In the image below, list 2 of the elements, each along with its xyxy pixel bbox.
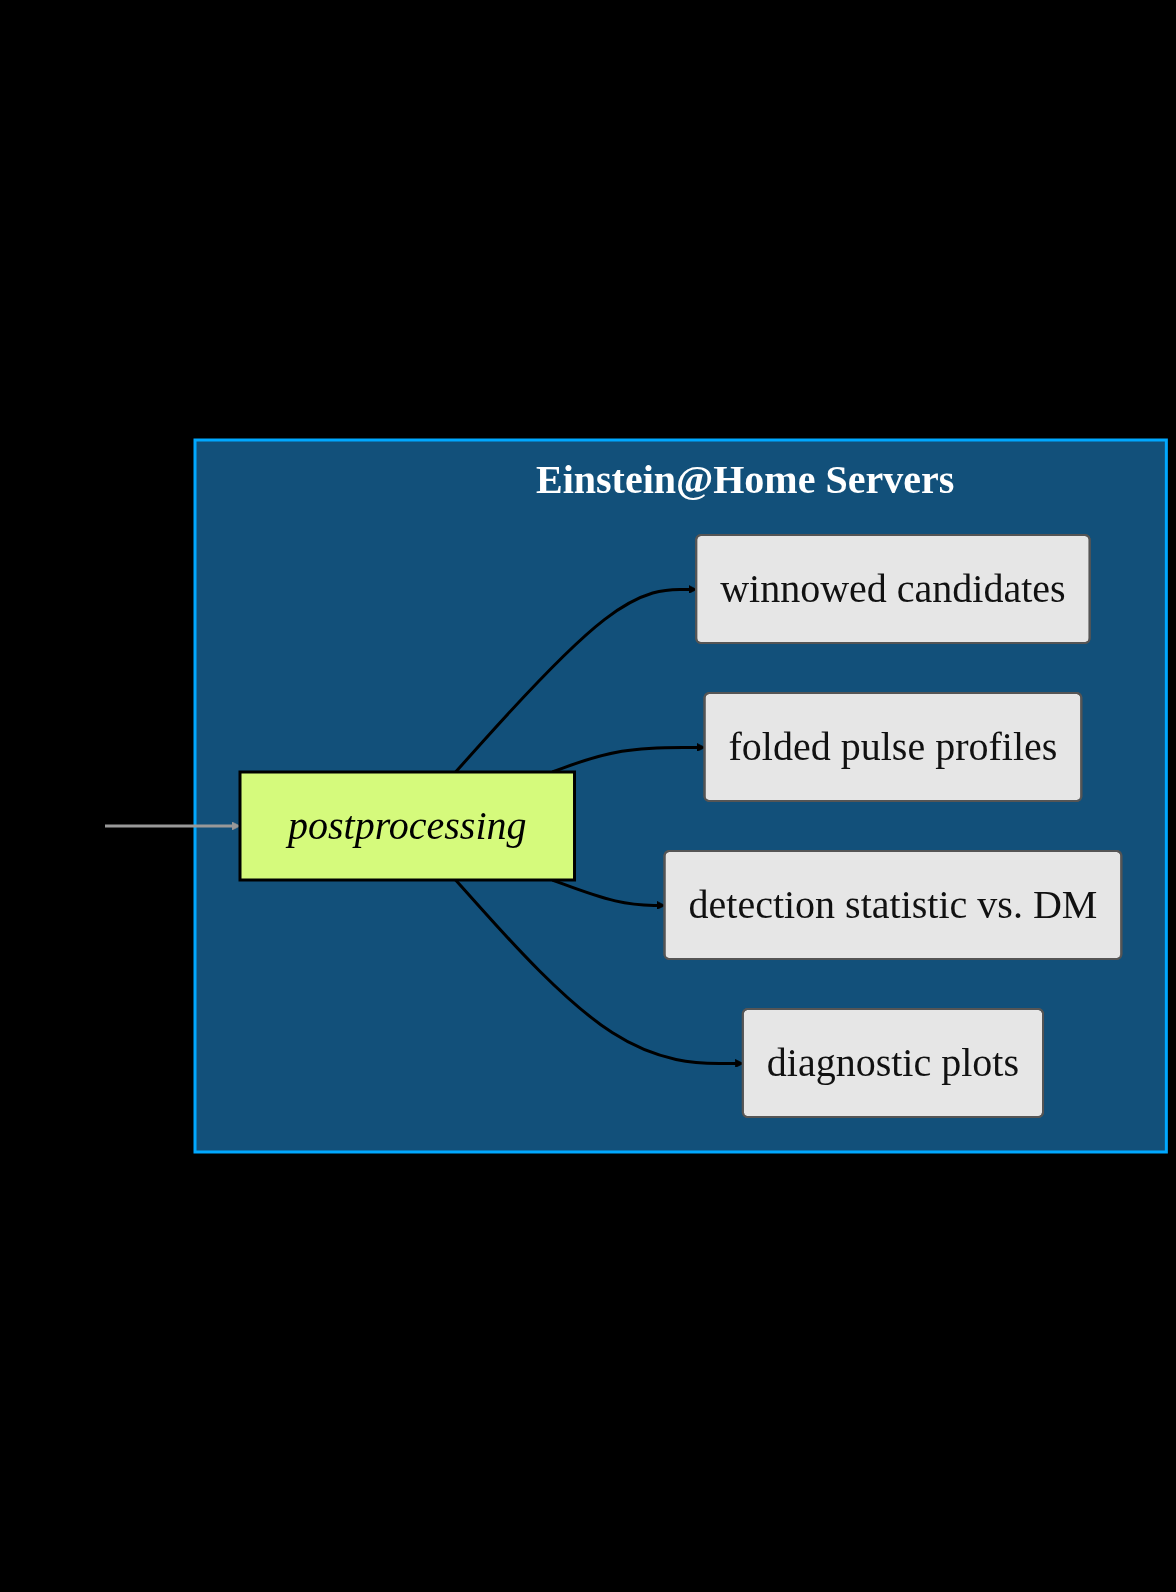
node-box: postprocessing	[238, 770, 577, 882]
arrow	[105, 821, 241, 831]
